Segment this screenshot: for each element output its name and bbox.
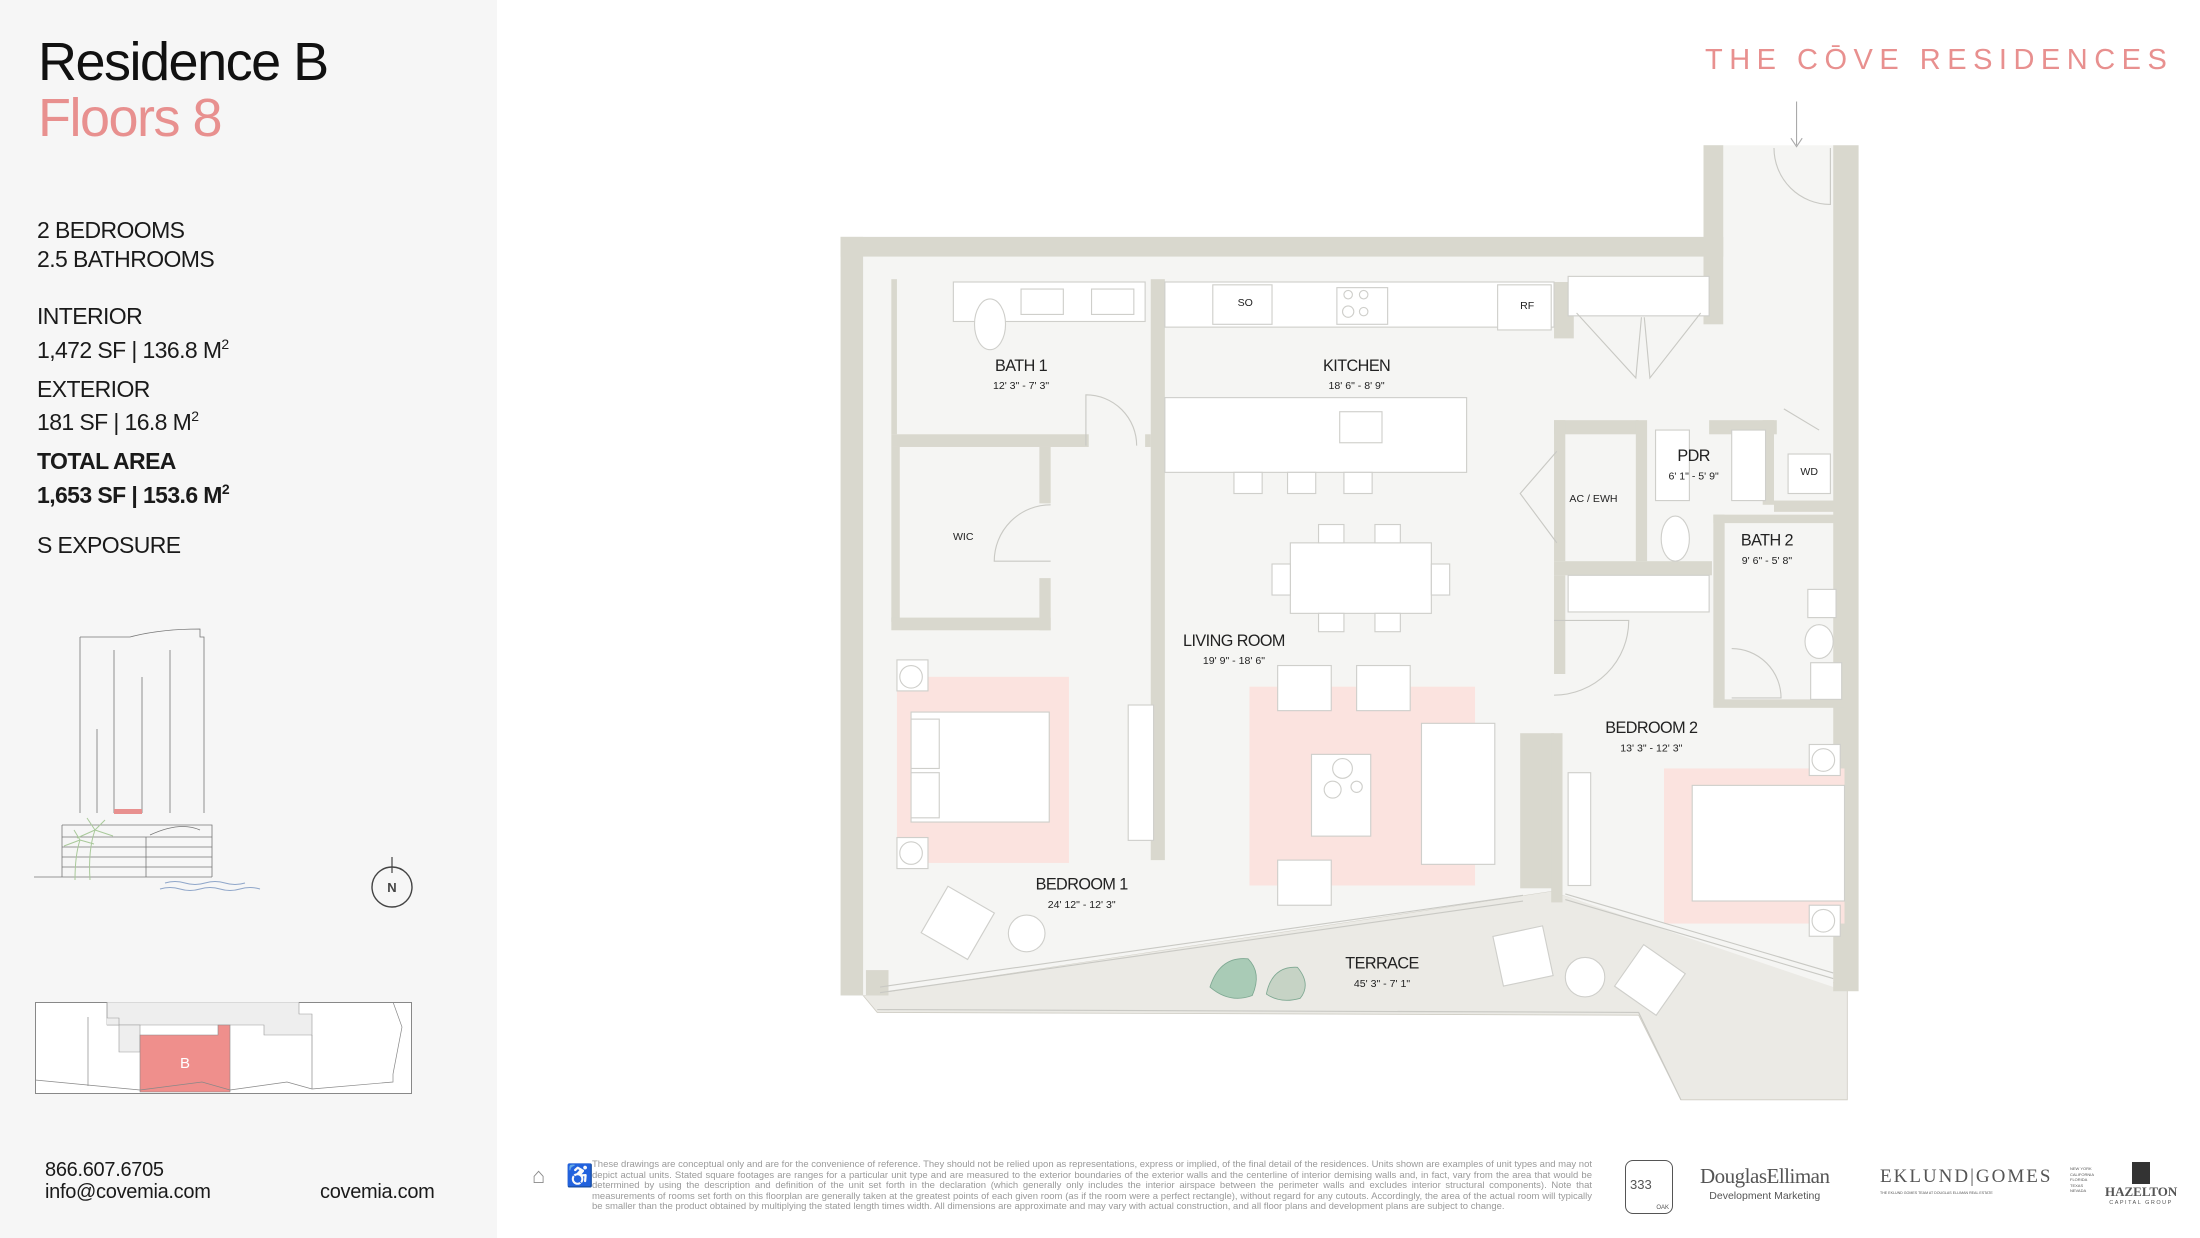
hazelton-mark-icon — [2132, 1162, 2150, 1184]
exterior-label: EXTERIOR — [37, 376, 150, 402]
key-plan: B — [35, 1002, 412, 1094]
interior-label: INTERIOR — [37, 303, 143, 329]
walls — [840, 145, 1859, 996]
exposure: S EXPOSURE — [37, 532, 181, 558]
eklund-gomes-logo: EKLUND|GOMES THE EKLUND GOMES TEAM AT DO… — [1880, 1166, 2094, 1195]
room-label: BATH 1 — [995, 357, 1048, 375]
plant-illustration — [1209, 958, 1306, 1001]
exterior-value: 181 SF | 16.8 M2 — [37, 408, 199, 435]
room-label: BEDROOM 2 — [1605, 719, 1698, 737]
bathrooms-count: 2.5 BATHROOMS — [37, 246, 215, 272]
douglas-elliman-logo: DouglasElliman Development Marketing — [1700, 1164, 1830, 1202]
email-link[interactable]: info@covemia.com — [45, 1181, 211, 1203]
washer-dryer-label: WD — [1800, 466, 1818, 478]
wheelchair-accessible-icon: ♿ — [566, 1163, 594, 1188]
phone-number[interactable]: 866.607.6705 — [45, 1159, 164, 1181]
ac-ewh-label: AC / EWH — [1569, 493, 1617, 505]
room-dims: 18' 6" - 8' 9" — [1329, 380, 1385, 392]
room-label: BATH 2 — [1741, 532, 1794, 550]
room-labels: BATH 1 12' 3" - 7' 3" KITCHEN 18' 6" - 8… — [953, 297, 1818, 990]
furniture — [896, 275, 1846, 1017]
total-area-value: 1,653 SF | 153.6 M2 — [37, 481, 230, 508]
room-dims: 13' 3" - 12' 3" — [1620, 743, 1682, 755]
room-label: TERRACE — [1345, 955, 1419, 973]
room-dims: 24' 12" - 12' 3" — [1048, 899, 1116, 911]
legal-disclaimer: These drawings are conceptual only and a… — [592, 1159, 1592, 1213]
room-dims: 12' 3" - 7' 3" — [993, 380, 1049, 392]
unit-floor-highlight — [114, 809, 142, 814]
svg-text:N: N — [387, 880, 396, 895]
total-area-label: TOTAL AREA — [37, 448, 176, 474]
building-elevation-illustration — [34, 628, 261, 891]
residence-title: Residence B — [38, 32, 329, 92]
room-label: LIVING ROOM — [1183, 632, 1285, 650]
hazelton-logo: HAZELTON CAPITAL GROUP — [2105, 1162, 2177, 1206]
website-link[interactable]: covemia.com — [320, 1181, 435, 1203]
room-dims: 45' 3" - 7' 1" — [1354, 978, 1410, 990]
equal-housing-icon: ⌂ — [532, 1163, 546, 1188]
doors — [993, 148, 1831, 699]
333-oak-logo: 333 OAK — [1625, 1160, 1673, 1214]
interior-value: 1,472 SF | 136.8 M2 — [37, 336, 229, 363]
brand-logo: THE CŌVE RESIDENCES — [1705, 44, 2174, 76]
floors-subtitle: Floors 8 — [38, 88, 223, 148]
window-lines — [877, 893, 1834, 1101]
room-dims: 9' 6" - 5' 8" — [1742, 555, 1793, 567]
walk-in-closet-label: WIC — [953, 531, 974, 543]
room-dims: 19' 9" - 18' 6" — [1203, 655, 1265, 667]
north-compass-icon: N — [371, 857, 413, 908]
steam-oven-label: SO — [1238, 297, 1253, 309]
room-label: BEDROOM 1 — [1036, 876, 1129, 894]
room-label: PDR — [1677, 447, 1710, 465]
bedrooms-count: 2 BEDROOMS — [37, 217, 185, 243]
refrigerator-label: RF — [1520, 300, 1535, 312]
room-dims: 6' 1" - 5' 9" — [1668, 470, 1719, 482]
room-label: KITCHEN — [1323, 357, 1390, 375]
key-plan-unit-label: B — [180, 1055, 190, 1072]
info-sidebar: Residence B Floors 8 2 BEDROOMS 2.5 BATH… — [0, 0, 497, 1238]
